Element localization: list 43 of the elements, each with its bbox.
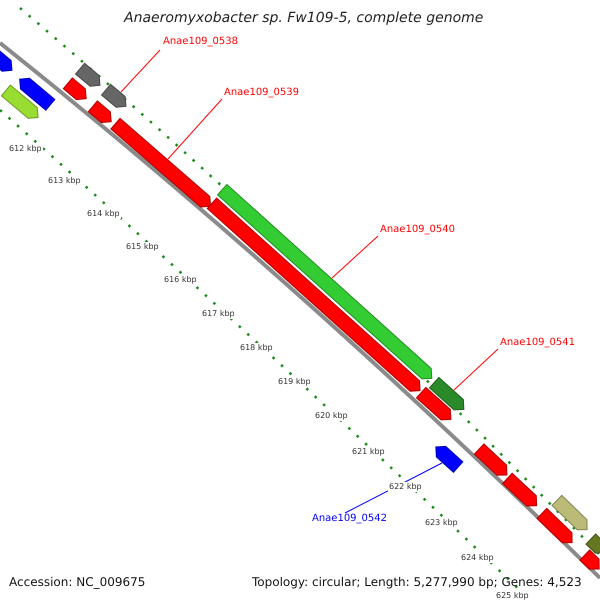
leader-line	[120, 50, 160, 92]
gene-block	[110, 118, 212, 208]
gene-block	[428, 376, 464, 410]
gene-block	[0, 84, 39, 119]
gene-block	[416, 386, 452, 420]
scale-label: 625 kbp	[495, 591, 530, 600]
gene-block	[585, 533, 600, 554]
scale-label: 622 kbp	[388, 482, 423, 492]
diagram-title: Anaeromyxobacter sp. Fw109-5, complete genome	[124, 11, 484, 25]
gene-block	[435, 446, 464, 473]
gene-label: Anae109_0540	[380, 225, 455, 235]
scale-label: 618 kbp	[239, 343, 274, 353]
scale-label: 617 kbp	[201, 309, 236, 319]
gene-label: Anae109_0542	[312, 514, 387, 524]
scale-label: 615 kbp	[125, 242, 160, 252]
scale-label: 621 kbp	[351, 447, 386, 457]
gene-block	[88, 100, 112, 124]
gene-block	[536, 508, 573, 544]
gene-block	[19, 78, 56, 111]
gene-label: Anae109_0539	[224, 88, 299, 98]
footer-text: Topology: circular; Length: 5,277,990 bp; Genes: 4,523	[252, 576, 582, 588]
gene-block	[62, 77, 87, 100]
footer-text: Accession: NC_009675	[9, 576, 146, 588]
scale-label: 619 kbp	[277, 377, 312, 387]
gene-block	[74, 62, 100, 87]
scale-label: 614 kbp	[86, 209, 121, 219]
gene-block	[0, 48, 12, 72]
gene-block	[100, 84, 126, 108]
scale-label: 612 kbp	[8, 144, 43, 154]
leader-line	[454, 348, 498, 390]
gene-block	[551, 494, 588, 530]
gene-block	[579, 549, 600, 570]
gene-block	[474, 443, 508, 476]
leader-line	[332, 236, 378, 278]
scale-label: 623 kbp	[424, 518, 459, 528]
leader-line	[168, 98, 222, 160]
scale-label: 624 kbp	[460, 553, 495, 563]
scale-label: 613 kbp	[47, 176, 82, 186]
scale-label: 616 kbp	[163, 275, 198, 285]
gene-block	[502, 472, 538, 506]
gene-label: Anae109_0541	[500, 338, 575, 348]
scale-label: 620 kbp	[314, 411, 349, 421]
gene-label: Anae109_0538	[163, 37, 238, 47]
